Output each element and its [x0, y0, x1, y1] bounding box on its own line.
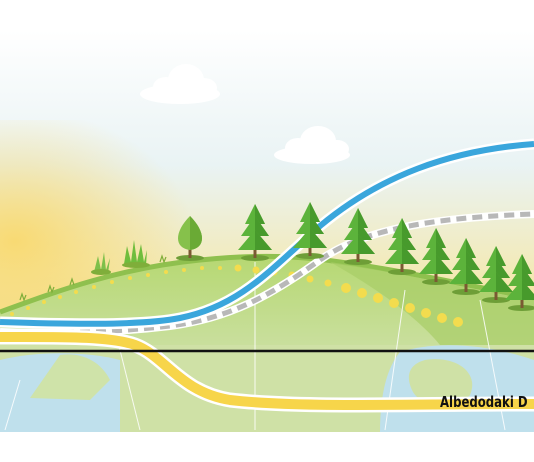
- blue-curve: [0, 141, 534, 327]
- reflection-dot: [252, 266, 260, 274]
- shrub-icon: [122, 240, 150, 268]
- shrub-icon: [91, 252, 111, 275]
- reflection-dot: [92, 285, 96, 289]
- dotted-reflection-path: [10, 264, 463, 327]
- reflection-dot: [341, 283, 351, 293]
- reflection-dot: [389, 298, 399, 308]
- tree-icon: [176, 216, 204, 261]
- grass-tufts: [19, 254, 167, 302]
- land-patch: [408, 359, 473, 406]
- reflection-dot: [324, 279, 332, 287]
- tree-icon: [479, 246, 513, 303]
- reflection-dot: [405, 303, 415, 313]
- reflection-dot: [200, 266, 204, 270]
- reflection-dot: [421, 308, 431, 318]
- reflection-dot: [128, 276, 132, 280]
- reflection-dot: [42, 300, 46, 304]
- reflection-dot: [58, 295, 62, 299]
- cloud-icon: [140, 64, 220, 104]
- reflection-dot: [357, 288, 367, 298]
- hill-shade: [330, 262, 534, 345]
- cloud-icon: [274, 126, 350, 164]
- reflection-dot: [234, 264, 242, 272]
- yellow-curve: [0, 331, 534, 410]
- reflection-dot: [373, 293, 383, 303]
- tree-icon: [385, 218, 419, 275]
- bottom-band: [0, 432, 534, 462]
- reflection-dot: [437, 313, 447, 323]
- reflection-dot: [453, 317, 463, 327]
- tree-icon: [419, 228, 453, 285]
- reflection-dot: [218, 266, 222, 270]
- tree-icon: [238, 204, 272, 261]
- reflection-dot: [146, 273, 150, 277]
- reflection-dot: [10, 312, 14, 316]
- tree-icon: [505, 254, 534, 311]
- top-band: [0, 0, 534, 30]
- reflection-dot: [306, 275, 314, 283]
- tree-icon: [449, 238, 483, 295]
- tree-icon: [293, 202, 327, 259]
- reflection-dot: [110, 280, 114, 284]
- water-area: [30, 354, 110, 400]
- reflection-dot: [182, 268, 186, 272]
- diagram-caption: Albedodaki D: [440, 393, 528, 411]
- reflection-dot: [74, 290, 78, 294]
- reflection-dot: [164, 270, 168, 274]
- reflection-dot: [26, 306, 30, 310]
- tree-icon: [341, 208, 375, 265]
